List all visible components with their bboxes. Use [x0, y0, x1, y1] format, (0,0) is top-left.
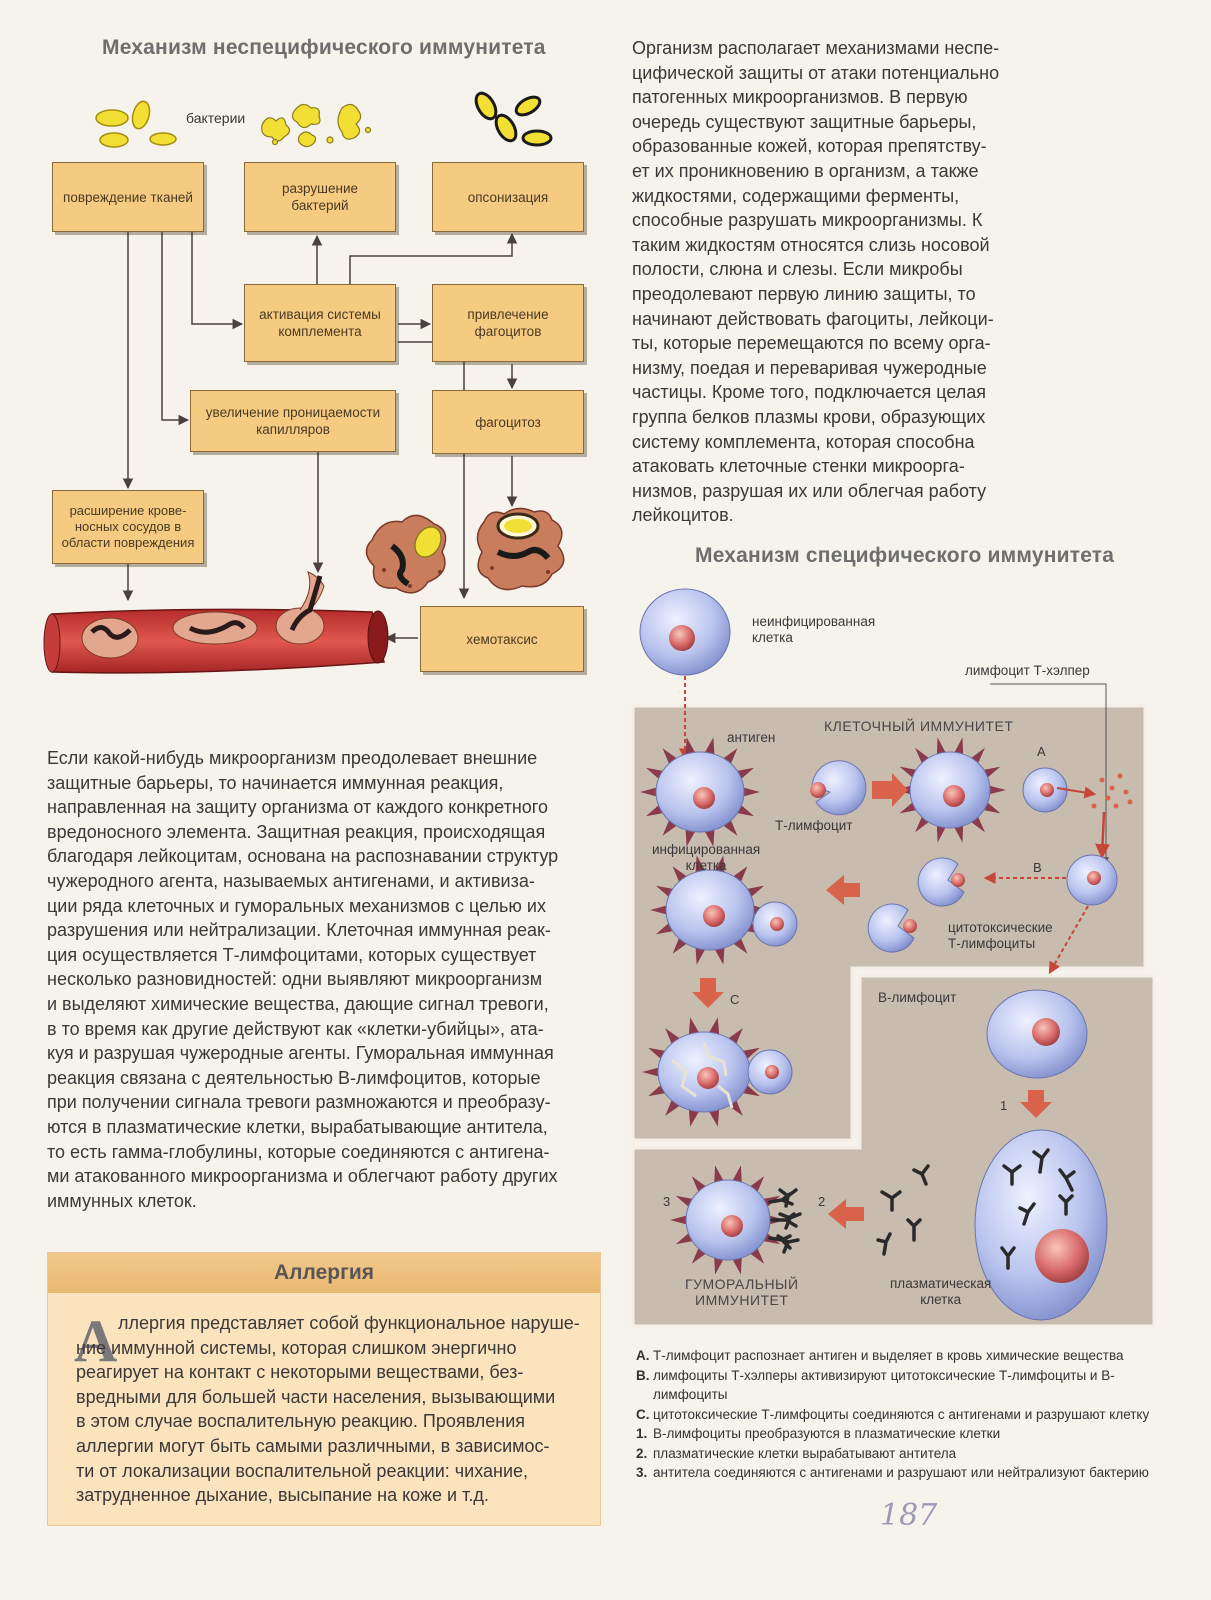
box-capillary-permeability: увеличение проницаемости капилляров: [190, 390, 396, 452]
mark-1: 1: [1000, 1098, 1007, 1113]
legend: A.Т-лимфоцит распознает антиген и выделя…: [636, 1346, 1181, 1483]
plasma-cell-label: плазматическая клетка: [890, 1276, 991, 1308]
legend-item: A.Т-лимфоцит распознает антиген и выделя…: [636, 1346, 1181, 1366]
b-lymphocyte-cell: [987, 990, 1087, 1078]
legend-text: плазматические клетки вырабатывают антит…: [653, 1444, 956, 1464]
legend-key: 2.: [636, 1444, 653, 1464]
legend-item: 1.В-лимфоциты преобразуются в плазматиче…: [636, 1424, 1181, 1444]
legend-text: Т-лимфоцит распознает антиген и выделяет…: [653, 1346, 1124, 1366]
box-complement-activation: активация системы комплемента: [244, 284, 396, 362]
legend-text: цитотоксические Т-лимфоциты соединяются …: [653, 1405, 1149, 1425]
allergy-title: Аллергия: [48, 1253, 600, 1293]
legend-item: 3.антитела соединяются с антигенами и ра…: [636, 1463, 1181, 1483]
cytotoxic-label: цитотоксические Т-лимфоциты: [948, 920, 1053, 952]
box-chemotaxis: хемотаксис: [420, 606, 584, 672]
infected-cell-label: инфицированная клетка: [652, 842, 760, 874]
legend-text: лимфоциты Т-хэлперы активизируют цитоток…: [653, 1366, 1181, 1405]
box-bacteria-destruction: разрушение бактерий: [244, 162, 396, 232]
legend-text: В-лимфоциты преобразуются в плазматическ…: [653, 1424, 1000, 1444]
plasma-cell: [975, 1130, 1107, 1320]
bacteria-fragments-icon: [262, 104, 371, 146]
legend-text: антитела соединяются с антигенами и разр…: [653, 1463, 1149, 1483]
allergy-sidebar: Аллергия А ллергия представляет собой фу…: [47, 1252, 601, 1526]
immune-response-paragraph: Если какой-нибудь микроорганизм преодоле…: [47, 746, 617, 1213]
legend-item: 2.плазматические клетки вырабатывают ант…: [636, 1444, 1181, 1464]
specific-title: Механизм специфического иммунитета: [695, 544, 1114, 568]
legend-key: C.: [636, 1405, 653, 1425]
specific-immunity-diagram: [620, 580, 1200, 1340]
antigen-label: антиген: [727, 730, 775, 745]
macrophage-icon: [366, 515, 446, 592]
legend-item: B.лимфоциты Т-хэлперы активизируют цитот…: [636, 1366, 1181, 1405]
phagocyte-engulfing-icon: [477, 508, 563, 589]
mark-3: 3: [663, 1194, 670, 1209]
intro-paragraph: Организм располагает механизмами неспе- …: [632, 36, 1192, 528]
uninfected-cell-label: неинфицированная клетка: [752, 614, 875, 646]
box-opsonization: опсонизация: [432, 162, 584, 232]
mark-b: B: [1033, 860, 1042, 875]
legend-key: B.: [636, 1366, 653, 1405]
legend-key: 1.: [636, 1424, 653, 1444]
mark-c: C: [730, 992, 739, 1007]
blood-vessel-illustration: [44, 572, 388, 673]
legend-key: A.: [636, 1346, 653, 1366]
allergy-text: ллергия представляет собой функционально…: [76, 1311, 596, 1508]
box-phagocytosis: фагоцитоз: [432, 390, 584, 454]
mark-a: A: [1037, 744, 1046, 759]
t-lymphocyte-label: Т-лимфоцит: [775, 818, 853, 833]
page-number: 187: [880, 1498, 937, 1533]
cellular-immunity-label: КЛЕТОЧНЫЙ ИММУНИТЕТ: [824, 718, 1013, 734]
legend-item: C.цитотоксические Т-лимфоциты соединяютс…: [636, 1405, 1181, 1425]
box-tissue-damage: повреждение тканей: [52, 162, 204, 232]
humoral-immunity-label: ГУМОРАЛЬНЫЙ ИММУНИТЕТ: [685, 1276, 799, 1308]
mark-2: 2: [818, 1194, 825, 1209]
t-helper-cell: [1067, 855, 1117, 905]
uninfected-cell: [640, 589, 730, 675]
b-lymphocyte-label: В-лимфоцит: [878, 990, 956, 1005]
t-helper-label: лимфоцит Т-хэлпер: [965, 663, 1090, 678]
opsonized-bacteria-icon: [472, 90, 551, 145]
bacteria-label: бактерии: [186, 110, 245, 126]
box-phagocyte-recruitment: привлечение фагоцитов: [432, 284, 584, 362]
bacteria-ovals-icon: [96, 99, 176, 147]
box-vasodilation: расширение крове- носных сосудов в облас…: [52, 490, 204, 564]
legend-key: 3.: [636, 1463, 653, 1483]
